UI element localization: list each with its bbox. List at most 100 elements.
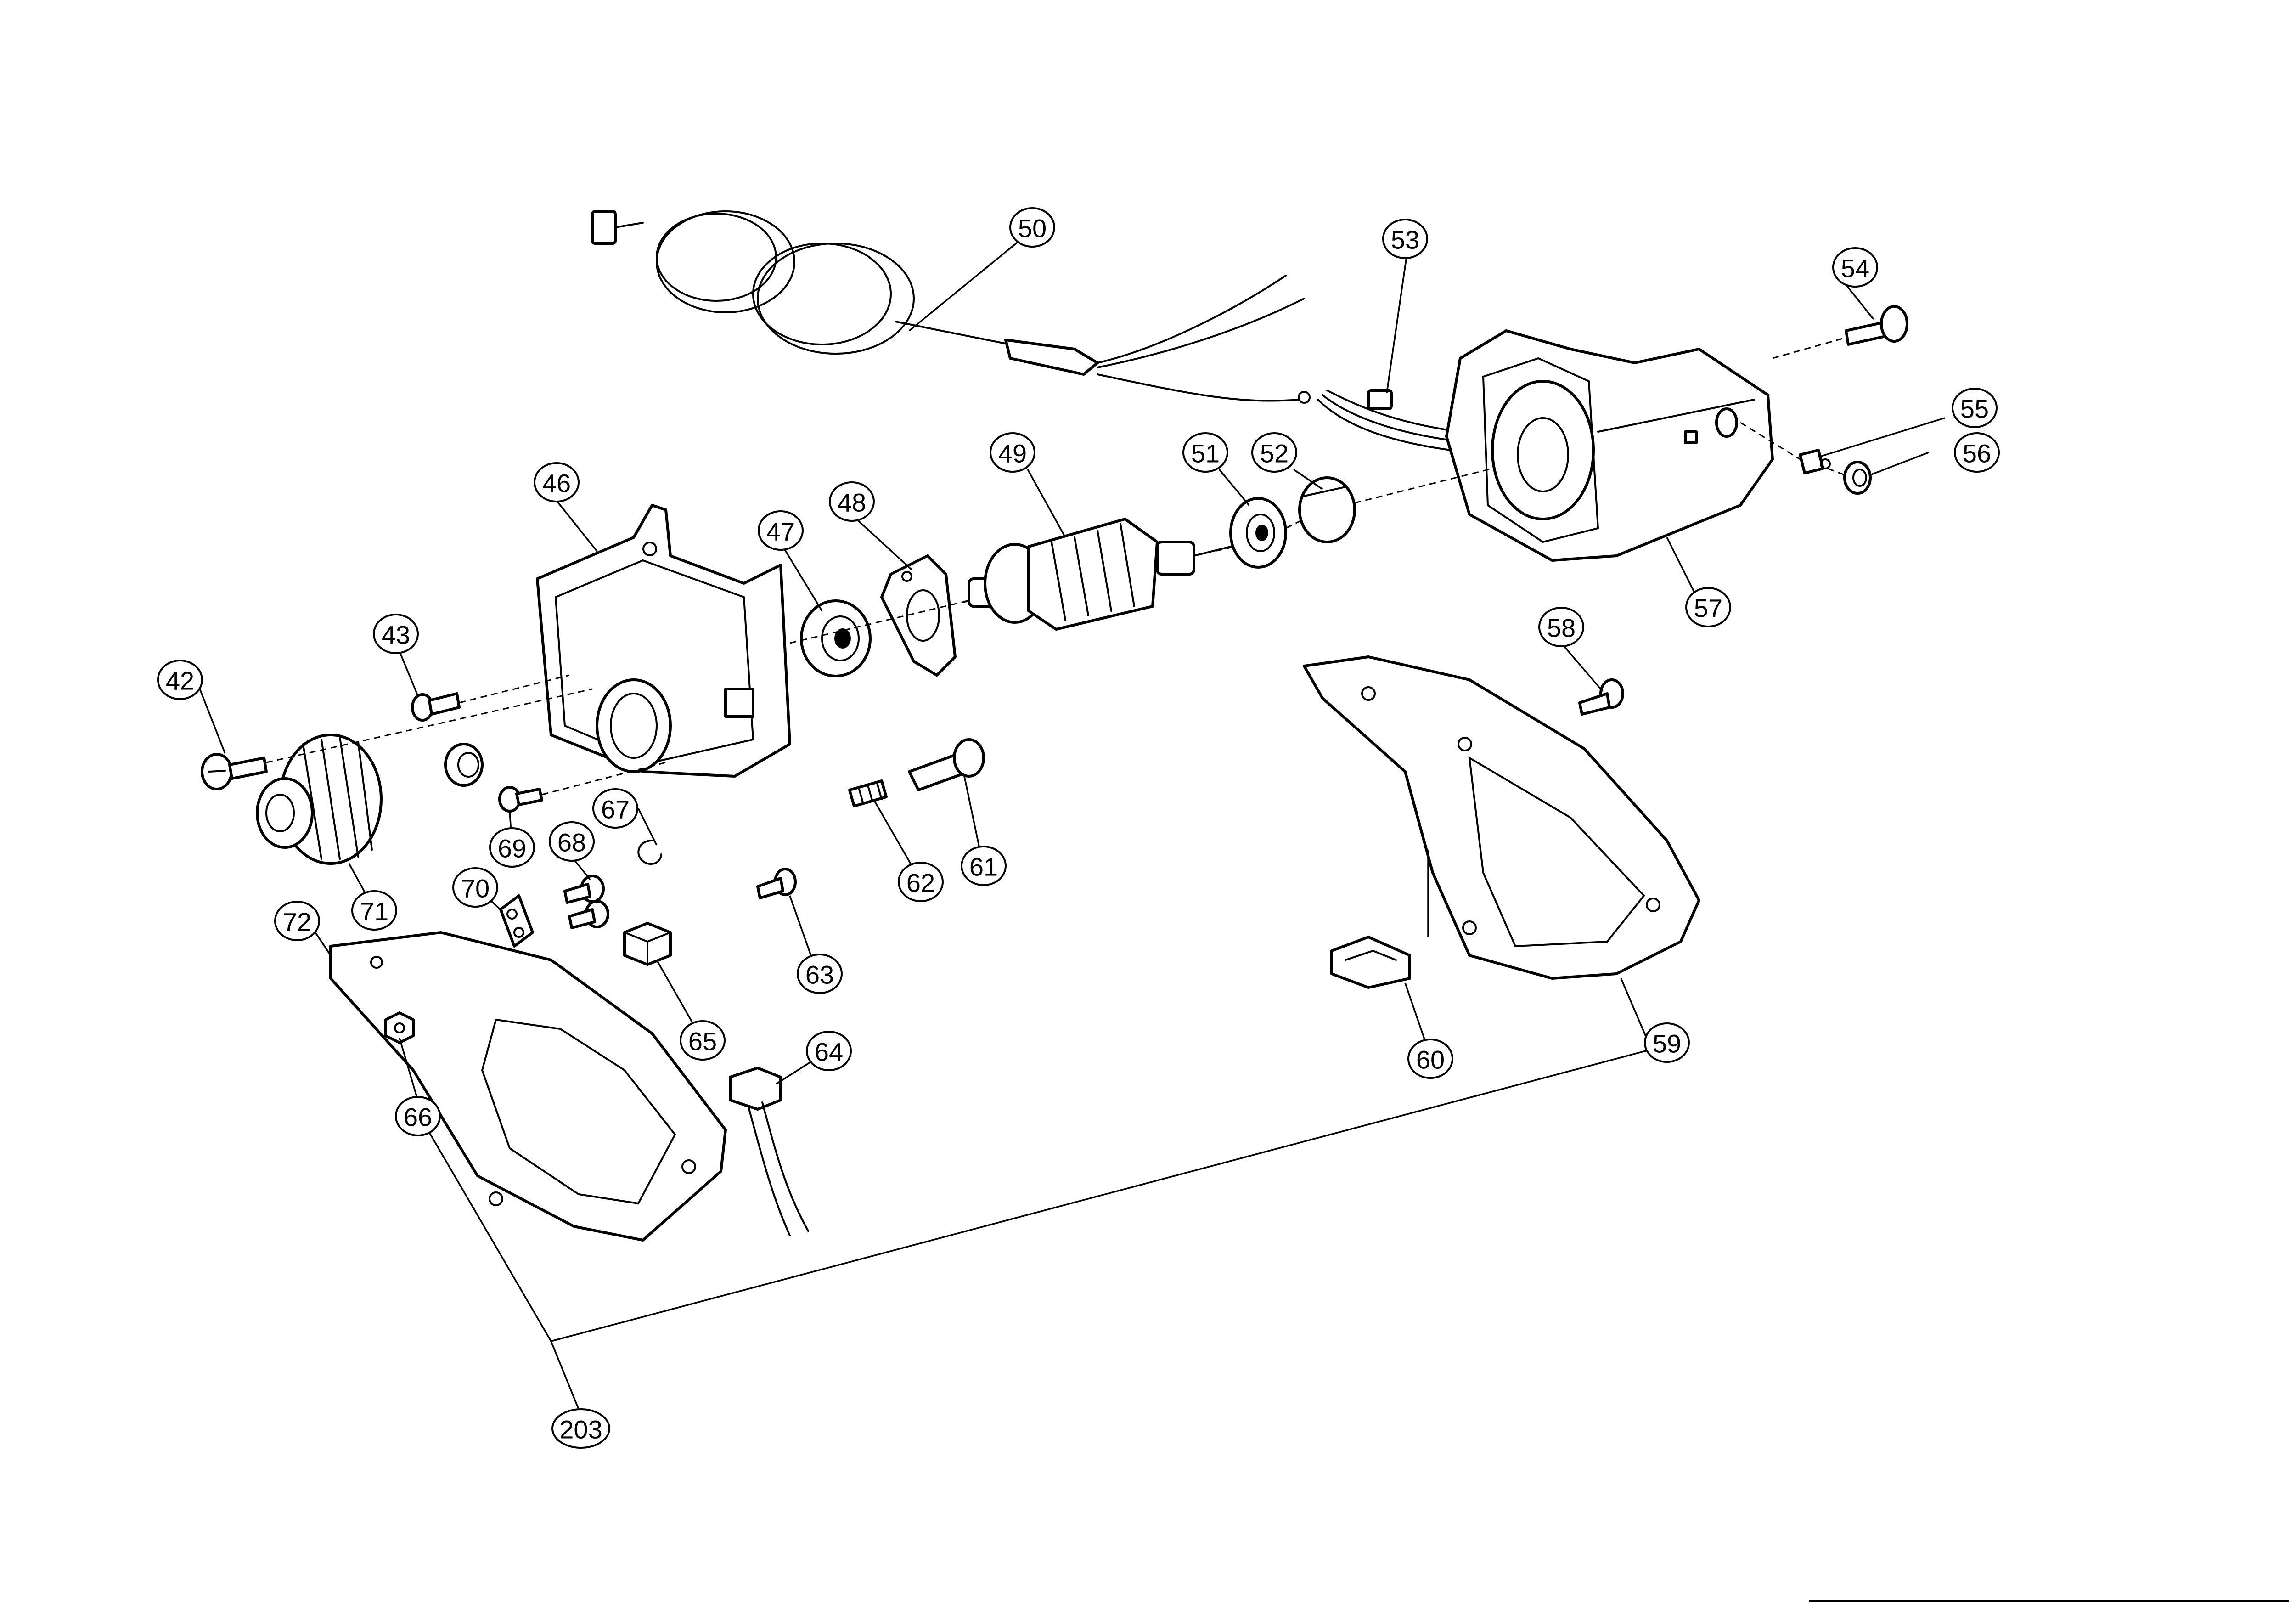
circlip-67: [637, 840, 662, 865]
callout-label: 51: [1191, 439, 1220, 468]
callout-label: 60: [1416, 1045, 1445, 1074]
pinion-gear-71: [256, 734, 383, 865]
callout-68: 68: [549, 821, 595, 862]
callout-label: 62: [906, 869, 935, 898]
callout-57: 57: [1685, 587, 1731, 627]
callout-label: 56: [1963, 439, 1991, 468]
spring-62: [848, 779, 888, 807]
nut-66: [384, 1011, 415, 1044]
callout-circle: [1685, 587, 1731, 627]
callout-label: 63: [805, 960, 834, 989]
pin-61: [908, 738, 985, 791]
callout-label: 46: [542, 469, 571, 498]
callout-52: 52: [1251, 432, 1297, 473]
callout-63: 63: [797, 954, 843, 994]
callout-70: 70: [452, 867, 498, 908]
parts-drawings: [201, 210, 1908, 1242]
callout-label: 58: [1547, 614, 1576, 643]
callout-circle: [592, 788, 638, 829]
callout-49: 49: [990, 432, 1035, 473]
callout-51: 51: [1182, 432, 1228, 473]
bearing-47: [800, 599, 872, 677]
callout-circle: [1832, 247, 1878, 288]
callout-circle: [797, 954, 843, 994]
brush-65: [623, 922, 672, 966]
callout-label: 53: [1391, 226, 1419, 254]
callout-circle: [990, 432, 1035, 473]
callout-circle: [680, 1020, 726, 1061]
power-cord-50: [591, 210, 1311, 404]
callout-label: 49: [998, 439, 1027, 468]
callout-label: 47: [766, 517, 795, 546]
callout-46: 46: [534, 462, 580, 502]
callout-label: 42: [166, 666, 194, 695]
armature-49: [963, 518, 1232, 631]
callout-72: 72: [274, 901, 320, 941]
callout-label: 57: [1694, 594, 1722, 623]
callout-label: 203: [559, 1415, 602, 1444]
callout-label: 68: [557, 828, 586, 857]
callout-43: 43: [373, 614, 419, 654]
callout-60: 60: [1407, 1039, 1453, 1079]
handle-half-72: [329, 931, 727, 1242]
callout-67: 67: [592, 788, 638, 829]
callout-69: 69: [489, 827, 535, 868]
callout-circle: [1954, 432, 2000, 473]
callout-circle: [1009, 207, 1055, 248]
callout-circle: [1251, 432, 1297, 473]
bearing-plate-48: [880, 554, 957, 677]
callout-48: 48: [829, 481, 875, 522]
callout-circle: [534, 462, 580, 502]
callout-54: 54: [1832, 247, 1878, 288]
callout-label: 71: [360, 897, 388, 926]
cap-56: [1843, 461, 1872, 495]
callout-47: 47: [758, 510, 804, 551]
callout-circle: [1182, 432, 1228, 473]
callout-label: 54: [1841, 254, 1869, 283]
callout-42: 42: [157, 660, 203, 700]
brush-plate-70: [499, 894, 534, 948]
callout-label: 59: [1653, 1029, 1681, 1058]
callout-55: 55: [1952, 388, 1998, 428]
screw-54: [1845, 305, 1908, 346]
callout-label: 65: [688, 1027, 717, 1056]
callout-circle: [351, 890, 397, 931]
callout-66: 66: [395, 1096, 441, 1136]
screw-42: [201, 753, 268, 790]
callout-circle: [452, 867, 498, 908]
callout-64: 64: [806, 1031, 852, 1071]
callout-circle: [758, 510, 804, 551]
callout-62: 62: [898, 862, 944, 902]
callout-label: 66: [404, 1103, 432, 1132]
callout-58: 58: [1538, 607, 1584, 647]
bearing-51: [1229, 497, 1287, 569]
clip-55: [1799, 449, 1831, 474]
bushing-69: [444, 743, 484, 787]
callout-circle: [373, 614, 419, 654]
callout-label: 48: [838, 488, 866, 517]
switch-60: [1330, 936, 1411, 989]
callout-circle: [489, 827, 535, 868]
screw-69b: [498, 786, 543, 813]
callout-circle: [1952, 388, 1998, 428]
handle-half-59: [1303, 655, 1700, 980]
callouts: 42 43 46 47 48 49 50 51 52 53 54 55 56 57 58 59 60 61 62 63…: [157, 207, 2000, 1449]
callout-circle: [549, 821, 595, 862]
callout-circle: [806, 1031, 852, 1071]
motor-housing-57: [1445, 329, 1774, 562]
callout-circle: [1644, 1022, 1690, 1063]
callout-label: 61: [969, 852, 998, 881]
callout-label: 64: [815, 1038, 843, 1067]
switch-64: [729, 1067, 809, 1236]
callout-label: 43: [382, 621, 410, 649]
callout-circle: [274, 901, 320, 941]
callout-label: 52: [1260, 439, 1289, 468]
screws-68: [563, 875, 609, 929]
callout-50: 50: [1009, 207, 1055, 248]
callout-circle: [551, 1408, 610, 1449]
callout-label: 50: [1018, 214, 1047, 243]
callout-circle: [829, 481, 875, 522]
callout-circle: [961, 846, 1007, 886]
callout-circle: [898, 862, 944, 902]
